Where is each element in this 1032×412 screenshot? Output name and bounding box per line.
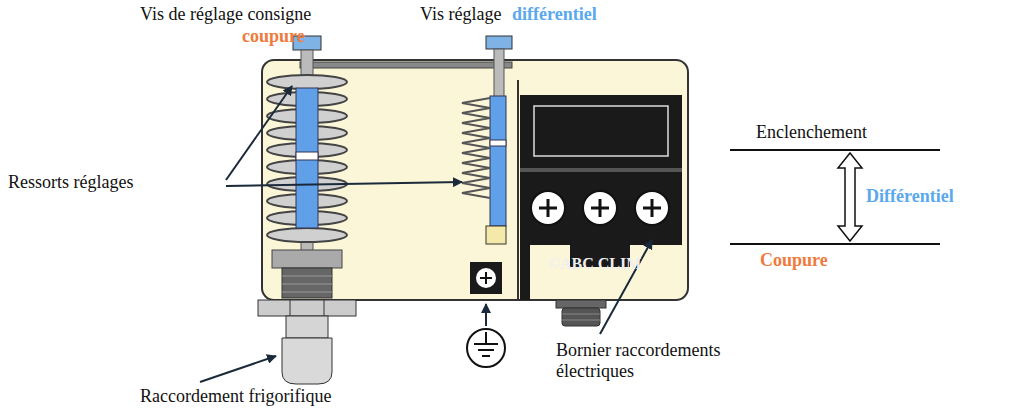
spring-coil [267, 75, 347, 89]
earth-symbol [467, 329, 505, 367]
screw-slot [643, 199, 661, 217]
leader-lines [200, 86, 652, 382]
part-label: Raccordement frigorifique [140, 386, 331, 407]
terminal-screw [583, 191, 617, 225]
housing [262, 60, 688, 300]
part-label: Ressorts réglages [8, 172, 133, 193]
part-label: différentiel [512, 4, 597, 25]
differential-spring [462, 98, 490, 198]
bellows-body [258, 250, 356, 316]
part-label: Vis réglage [420, 4, 501, 25]
cable-gland [556, 300, 606, 326]
main-spring [267, 75, 347, 242]
part-label: Bornier raccordements électriques [556, 340, 756, 382]
earth-terminal [470, 262, 502, 326]
differential-screw [486, 36, 512, 244]
part-label: coupure [242, 26, 305, 47]
spring-coil [267, 228, 347, 242]
screw-slot [591, 199, 609, 217]
terminal-block [518, 80, 682, 300]
setpoint-label: Enclenchement [756, 122, 867, 143]
terminal-screw [531, 191, 565, 225]
refrigerant-fitting [282, 316, 332, 384]
setpoint-screw [293, 36, 321, 260]
linkage-bar [300, 62, 512, 68]
terminal-screws [531, 191, 669, 225]
screw-slot [539, 199, 557, 217]
differential-label: Différentiel [866, 186, 954, 207]
setpoint-label: Coupure [760, 250, 828, 271]
part-label: Vis de réglage consigne [140, 4, 311, 25]
watermark: ©ABC CLIM [548, 253, 641, 274]
terminal-screw [635, 191, 669, 225]
setpoint-sleeve [296, 88, 318, 228]
